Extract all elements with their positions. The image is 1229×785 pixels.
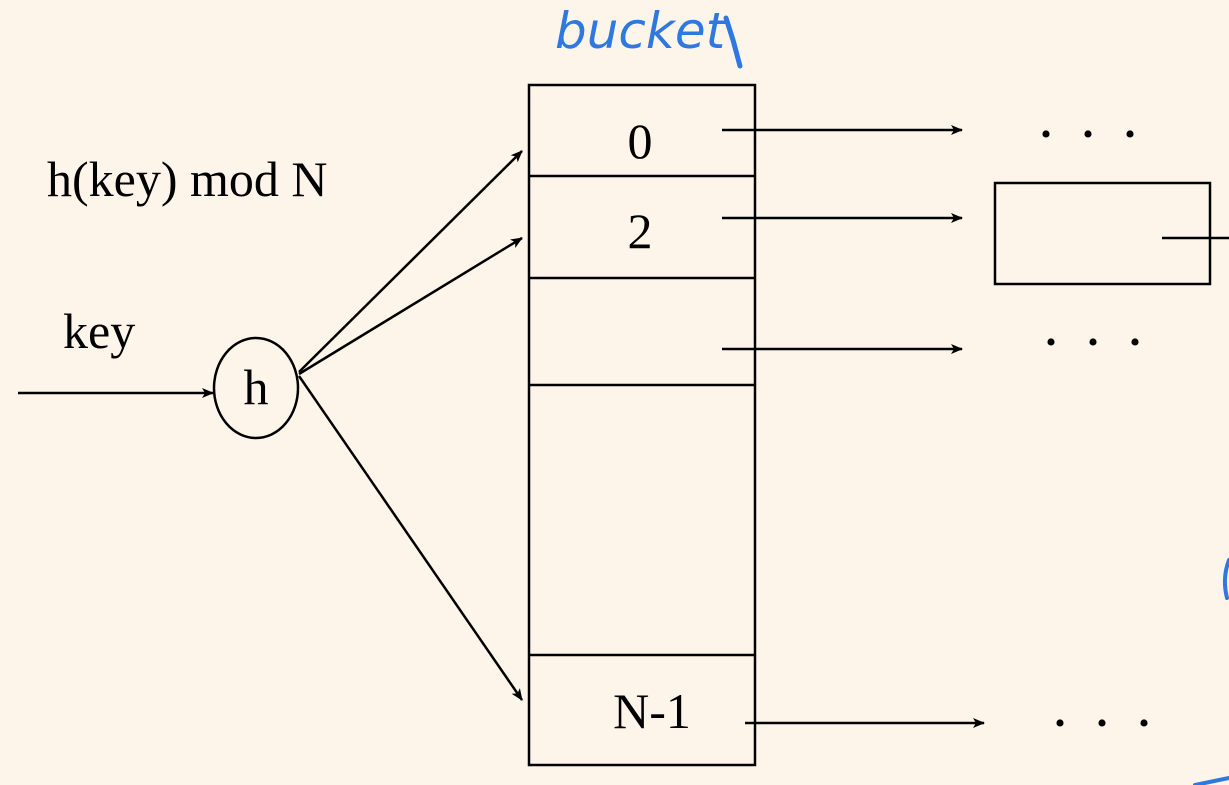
bucket-array: 0 2 N-1 — [527, 83, 757, 767]
chain-ellipsis: • • • — [1041, 118, 1148, 151]
chain-node-box — [993, 181, 1212, 286]
chain-ellipsis: • • • — [1046, 326, 1153, 359]
hash-function-label: h — [244, 359, 269, 415]
bucket-slot-label: N-1 — [613, 683, 691, 739]
hash-to-bucket-n-1-arrow — [297, 375, 524, 701]
bucket-slot-label: 0 — [628, 113, 653, 169]
bucket-handwritten-label: bucket — [555, 2, 728, 60]
hash-function-circle — [212, 336, 300, 440]
hash-to-bucket-2-arrow — [298, 236, 523, 376]
hash-formula-label: h(key) mod N — [47, 151, 328, 207]
hash-function-node: h — [212, 336, 300, 440]
bucket-array-frame — [527, 83, 757, 767]
chain-ellipsis: • • • — [1055, 707, 1162, 740]
bucket-annotation-stroke — [723, 15, 743, 69]
key-label: key — [63, 303, 135, 359]
hash-to-bucket-0-arrow — [298, 150, 523, 373]
bucket-annotation: bucket — [555, 2, 743, 69]
ink-mark — [1193, 776, 1229, 785]
ink-mark — [1222, 558, 1229, 600]
bucket-slot-label: 2 — [628, 203, 653, 259]
chain-node — [993, 181, 1229, 286]
